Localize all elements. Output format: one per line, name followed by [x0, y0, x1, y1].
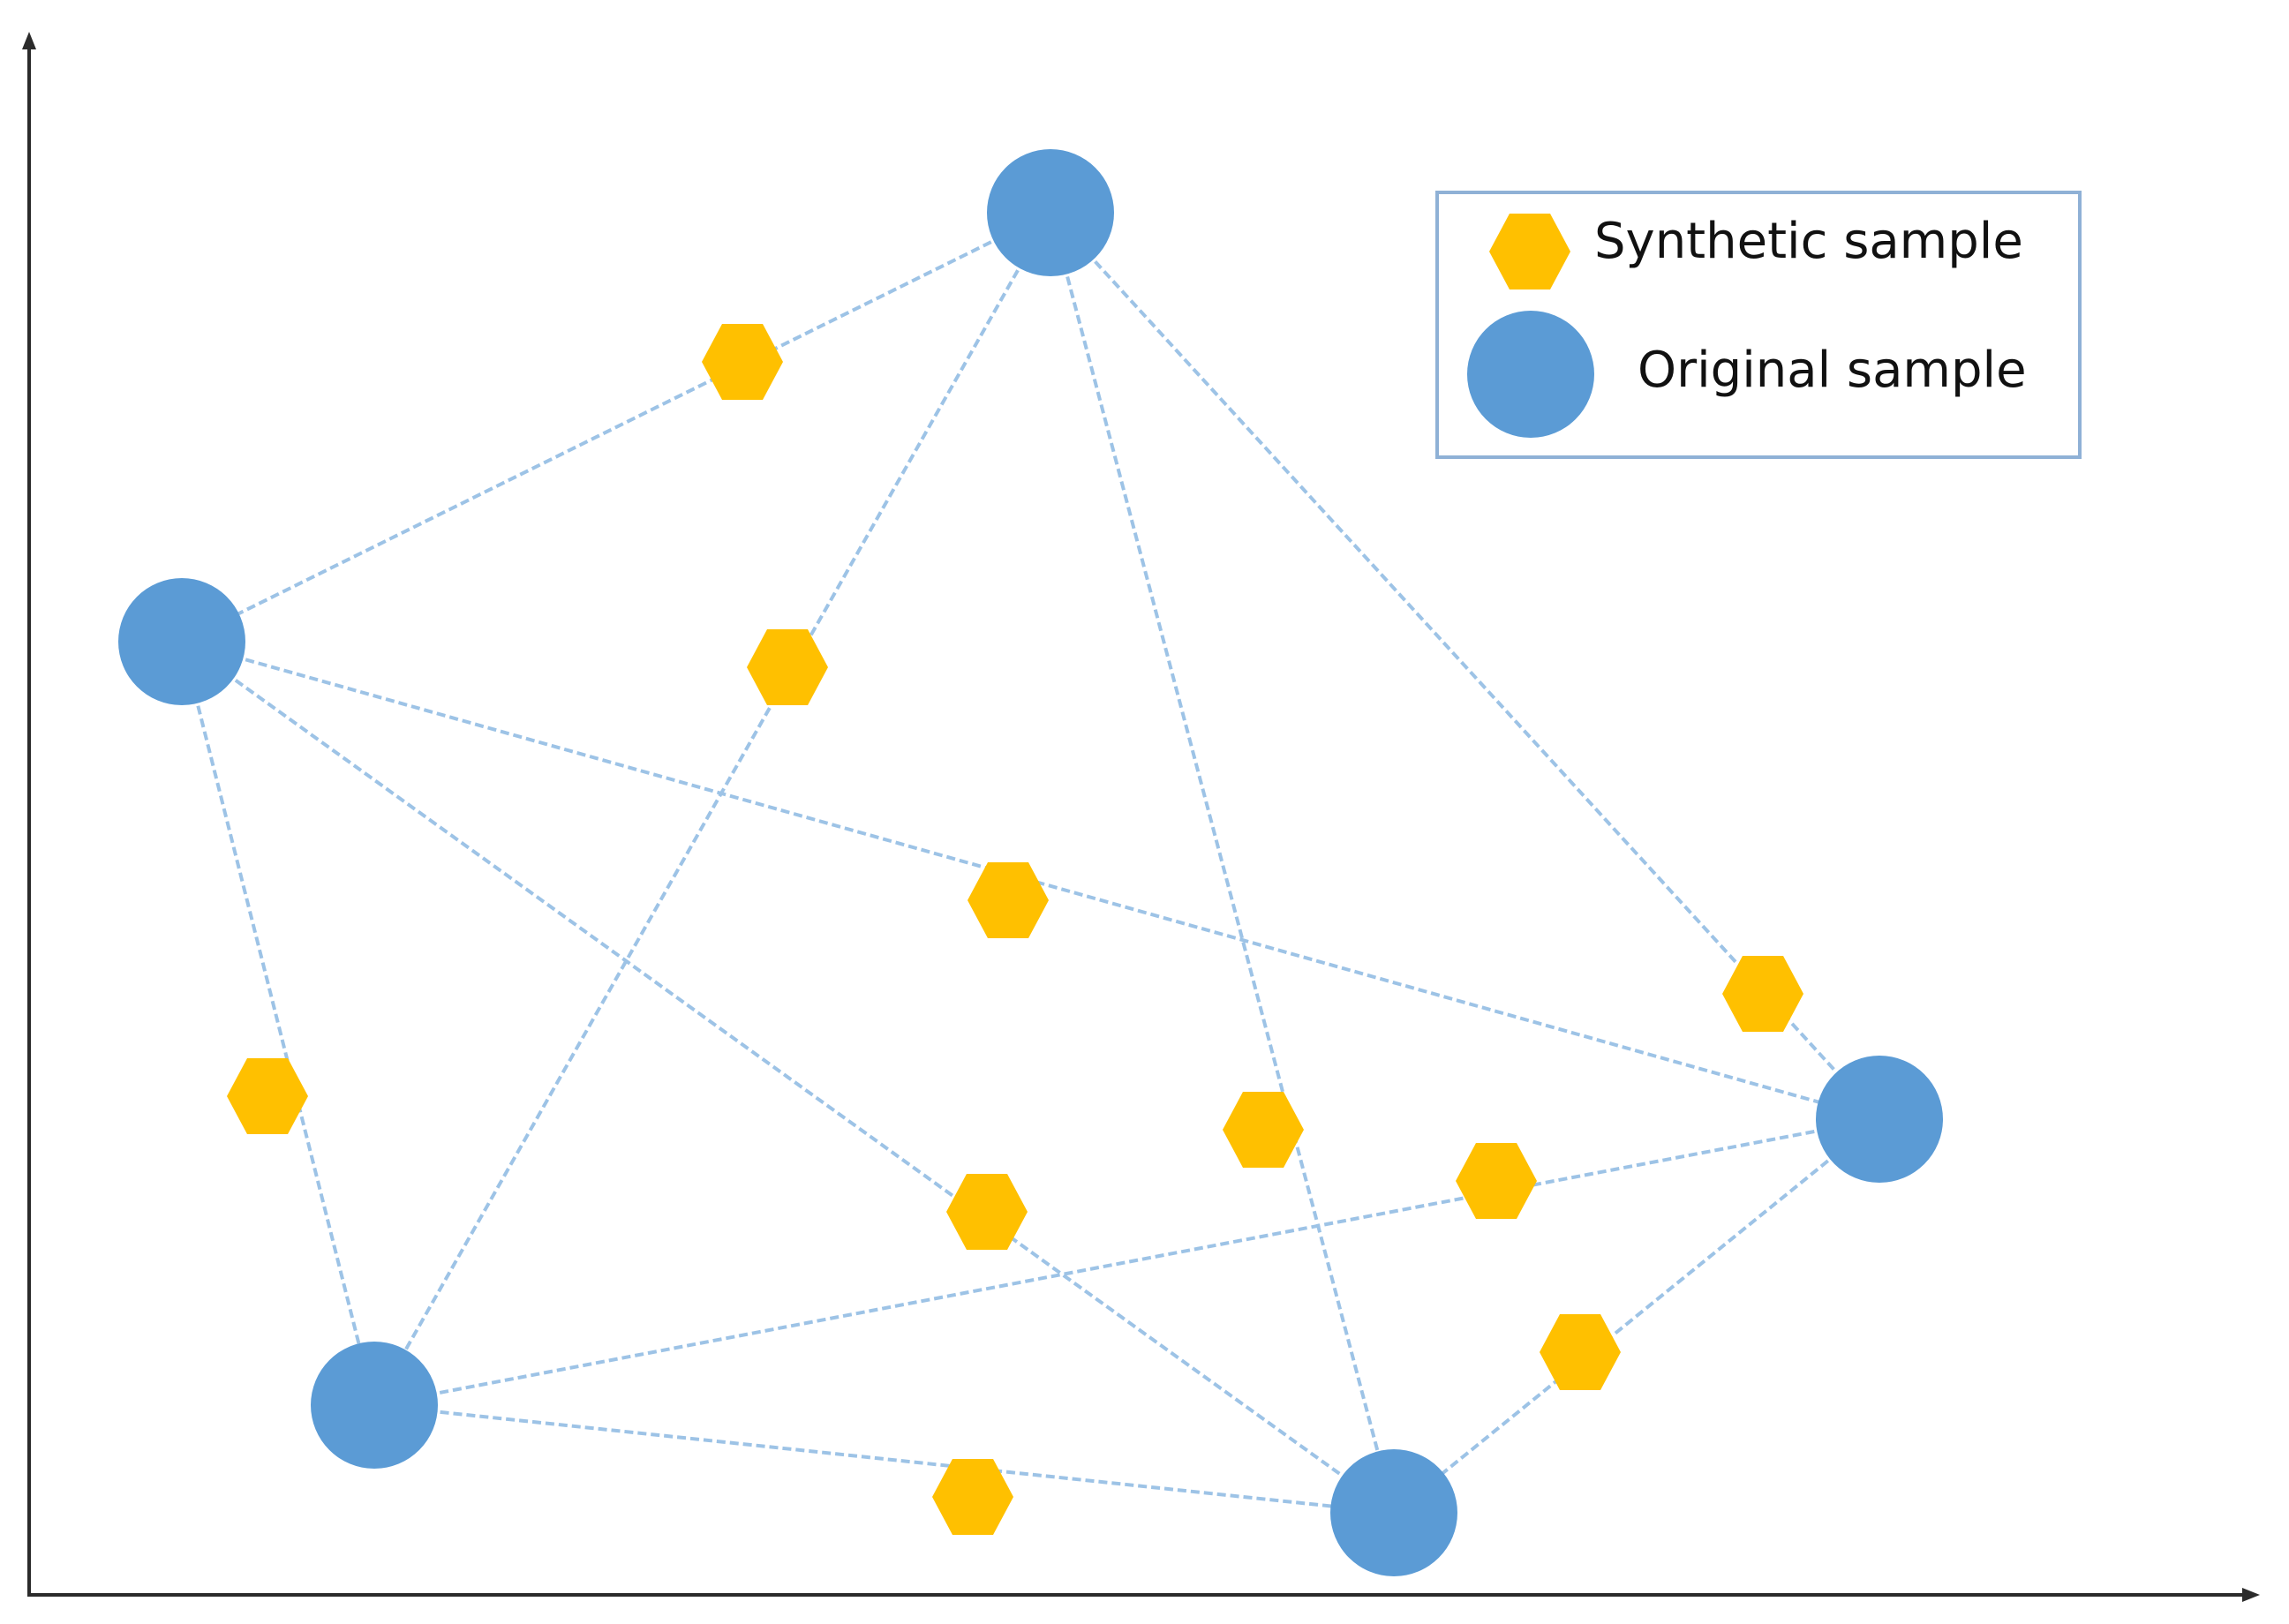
legend-original-label: Original sample — [1638, 342, 2027, 399]
axes — [22, 32, 2260, 1602]
synthetic-sample — [946, 1174, 1028, 1250]
synthetic-sample — [227, 1058, 308, 1134]
connection-line — [180, 640, 1396, 1515]
connection-line — [1392, 1117, 1881, 1515]
legend-original-marker — [1467, 311, 1594, 438]
connection-line — [373, 212, 1052, 1406]
connection-line — [373, 1403, 1395, 1515]
original-sample — [1816, 1056, 1943, 1183]
original-sample — [118, 578, 245, 705]
connection-line — [1049, 212, 1396, 1514]
synthetic-sample — [968, 862, 1049, 938]
legend: Synthetic sample Original sample — [1435, 191, 2082, 459]
synthetic-sample — [702, 324, 783, 400]
synthetic-samples — [227, 324, 1803, 1535]
synthetic-sample — [1223, 1092, 1304, 1168]
x-axis-arrowhead — [2242, 1588, 2260, 1602]
synthetic-sample — [747, 629, 828, 705]
synthetic-sample — [932, 1459, 1013, 1535]
synthetic-sample — [1456, 1143, 1537, 1219]
connection-line — [180, 641, 376, 1406]
connection-line — [373, 1117, 1880, 1407]
synthetic-sample — [1540, 1314, 1621, 1390]
synthetic-sample — [1722, 956, 1803, 1032]
original-sample — [1330, 1449, 1457, 1576]
original-samples — [118, 149, 1943, 1576]
y-axis-arrowhead — [22, 32, 36, 49]
connection-line — [181, 211, 1051, 643]
original-sample — [311, 1342, 438, 1469]
legend-synthetic-marker — [1489, 214, 1570, 289]
legend-synthetic-label: Synthetic sample — [1594, 213, 2023, 270]
original-sample — [987, 149, 1114, 276]
